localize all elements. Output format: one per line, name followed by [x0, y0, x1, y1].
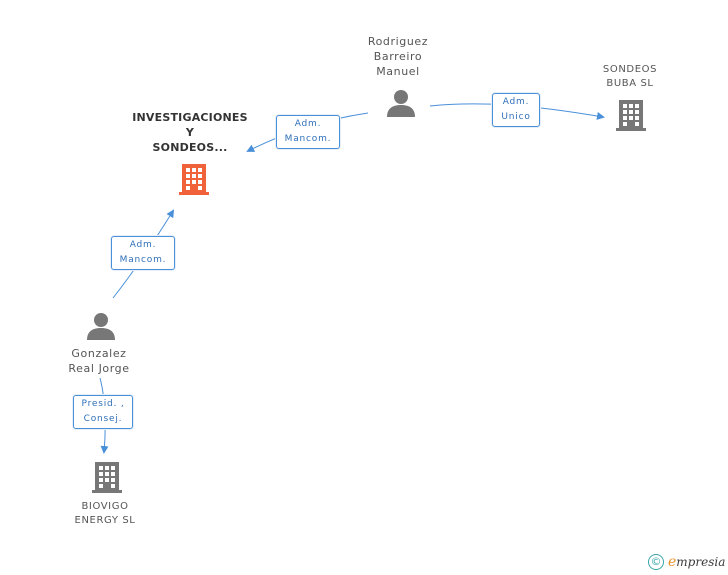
edge-label-line: Mancom. — [284, 134, 332, 144]
edge-label-presid-consej: Presid. , Consej. — [73, 395, 133, 429]
edge-label-adm-mancom: Adm. Mancom. — [276, 115, 340, 149]
edge-label-line: Consej. — [83, 414, 123, 424]
person-label-gonzalez[interactable]: Gonzalez Real Jorge — [49, 346, 149, 376]
edge-label-adm-mancom: Adm. Mancom. — [111, 236, 175, 270]
edge-label-line: Presid. , — [81, 399, 125, 409]
person-label-line: Manuel — [376, 65, 420, 78]
building-icon[interactable] — [91, 460, 123, 494]
person-label-line: Gonzalez — [71, 347, 127, 360]
person-label-line: Rodriguez — [367, 35, 429, 48]
edge-label-line: Adm. — [294, 119, 322, 129]
copyright-icon: © — [648, 554, 664, 570]
building-icon[interactable] — [615, 98, 647, 132]
footer-brand: © empresia — [648, 554, 728, 574]
company-label-line: SONDEOS... — [152, 141, 228, 154]
company-label-line: BIOVIGO — [81, 501, 129, 512]
company-label-investigaciones[interactable]: INVESTIGACIONES Y SONDEOS... — [120, 110, 260, 155]
company-label-line: ENERGY SL — [74, 515, 136, 526]
brand-name: mpresia — [676, 555, 726, 569]
company-label-line: SONDEOS — [602, 64, 658, 75]
person-icon[interactable] — [386, 89, 416, 117]
company-label-line: Y — [185, 126, 195, 139]
edge-label-line: Unico — [501, 112, 531, 122]
person-label-rodriguez[interactable]: Rodriguez Barreiro Manuel — [348, 34, 448, 79]
edge-label-adm-unico: Adm. Unico — [492, 93, 540, 127]
brand-initial: e — [668, 554, 677, 570]
brand-logo[interactable]: empresia — [668, 554, 725, 570]
building-icon[interactable] — [178, 162, 210, 196]
company-label-line: INVESTIGACIONES — [132, 111, 248, 124]
edge-label-line: Adm. — [502, 97, 530, 107]
person-label-line: Barreiro — [373, 50, 423, 63]
company-label-sondeos-buba[interactable]: SONDEOS BUBA SL — [580, 63, 680, 91]
company-label-biovigo[interactable]: BIOVIGO ENERGY SL — [55, 500, 155, 528]
person-icon[interactable] — [86, 312, 116, 340]
edge-label-line: Adm. — [129, 240, 157, 250]
edge-label-line: Mancom. — [119, 255, 167, 265]
person-label-line: Real Jorge — [68, 362, 130, 375]
company-label-line: BUBA SL — [606, 78, 654, 89]
